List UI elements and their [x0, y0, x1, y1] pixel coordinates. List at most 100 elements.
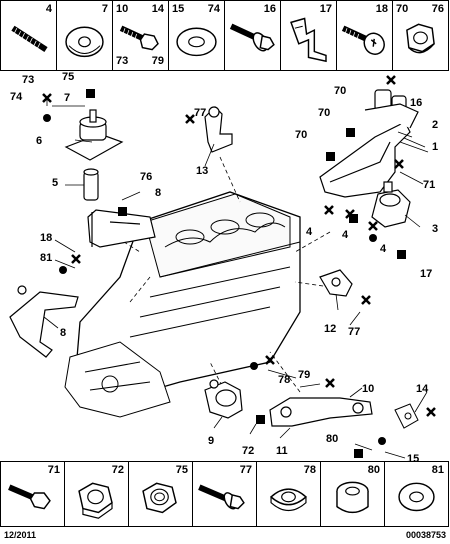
- part-cell-70-76[interactable]: 70 76: [393, 1, 448, 70]
- callout-10[interactable]: 10: [362, 383, 375, 395]
- callout-8-upper[interactable]: 8: [155, 187, 162, 199]
- callout-9[interactable]: 9: [208, 435, 215, 447]
- part-number: 4: [45, 3, 52, 15]
- callout-7[interactable]: 7: [64, 92, 71, 104]
- part-cell-7[interactable]: 7: [57, 1, 113, 70]
- part-number: 81: [431, 464, 444, 476]
- callout-2[interactable]: 2: [432, 119, 439, 131]
- callout-11[interactable]: 11: [276, 445, 288, 457]
- clip-14: [394, 403, 419, 429]
- part-number: 7: [101, 3, 108, 15]
- part-cell-15-74[interactable]: 15 74: [169, 1, 225, 70]
- callout-4-mid[interactable]: 4: [342, 229, 349, 241]
- callout-70-b[interactable]: 70: [318, 107, 331, 119]
- part-cell-17[interactable]: 17: [281, 1, 337, 70]
- lock-nut-icon: [142, 482, 177, 514]
- spring-washer-icon: [269, 488, 308, 512]
- callout-6[interactable]: 6: [36, 135, 43, 147]
- callout-77-mid[interactable]: 77: [348, 326, 361, 338]
- callout-5[interactable]: 5: [52, 177, 59, 189]
- cross-marker: [394, 159, 404, 169]
- part-cell-75[interactable]: 75: [129, 462, 193, 526]
- part-cell-10-14-73-79[interactable]: 10 14 73 79: [113, 1, 169, 70]
- part-number: 14: [151, 3, 164, 15]
- flange-nut-icon: [406, 23, 435, 54]
- flange-bolt-icon: [229, 23, 275, 52]
- cross-marker: [42, 93, 52, 103]
- exploded-diagram: 73 74 75 7 6 5 76 8 18 81 8 77 13 70 16 …: [0, 71, 450, 465]
- callout-79[interactable]: 79: [298, 369, 311, 381]
- part-number: 80: [367, 464, 380, 476]
- callout-8-lower[interactable]: 8: [60, 327, 67, 339]
- cross-marker: [265, 355, 275, 365]
- part-cell-16[interactable]: 16: [225, 1, 281, 70]
- part-cell-18[interactable]: 18: [337, 1, 393, 70]
- callout-75[interactable]: 75: [62, 71, 75, 83]
- part-cell-4[interactable]: 4: [1, 1, 57, 70]
- dot-marker: [378, 437, 386, 445]
- link-8-lower: [9, 285, 79, 358]
- callout-12[interactable]: 12: [324, 323, 337, 335]
- callout-77-top[interactable]: 77: [194, 107, 207, 119]
- screw-icon: [341, 25, 385, 55]
- bush-5: [83, 168, 99, 201]
- callout-14[interactable]: 14: [416, 383, 429, 395]
- mount-pad-6: [64, 109, 124, 161]
- part-number: 72: [111, 464, 124, 476]
- footer-date: 12/2011: [4, 530, 37, 540]
- callout-17[interactable]: 17: [420, 268, 433, 280]
- bracket-12: [319, 269, 353, 297]
- callout-70-c[interactable]: 70: [295, 129, 308, 141]
- part-number: 74: [207, 3, 220, 15]
- dot-marker: [369, 234, 377, 242]
- part-cell-78[interactable]: 78: [257, 462, 321, 526]
- callout-73[interactable]: 73: [22, 74, 35, 86]
- mount-9: [204, 379, 243, 419]
- cross-marker: [324, 205, 334, 215]
- part-number: 10: [116, 3, 129, 15]
- callout-78[interactable]: 78: [278, 374, 291, 386]
- callout-71[interactable]: 71: [423, 179, 436, 191]
- callout-1[interactable]: 1: [432, 141, 439, 153]
- parts-strip-top: 4 7 10 14 73 79: [0, 0, 449, 71]
- callout-4-right[interactable]: 4: [380, 243, 387, 255]
- callout-70-a[interactable]: 70: [334, 85, 347, 97]
- callout-16[interactable]: 16: [410, 97, 423, 109]
- stud-icon: [11, 25, 48, 53]
- bracket-8-upper: [87, 209, 156, 248]
- square-marker: [346, 128, 355, 137]
- part-cell-77[interactable]: 77: [193, 462, 257, 526]
- callout-74[interactable]: 74: [10, 91, 23, 103]
- cross-marker: [386, 75, 396, 85]
- part-number: 79: [151, 55, 164, 67]
- part-cell-71[interactable]: 71: [1, 462, 65, 526]
- part-number: 71: [47, 464, 60, 476]
- callout-13[interactable]: 13: [196, 165, 209, 177]
- callout-18[interactable]: 18: [40, 232, 53, 244]
- dot-marker: [43, 114, 51, 122]
- rubber-mount-3: [371, 181, 411, 228]
- part-cell-72[interactable]: 72: [65, 462, 129, 526]
- torque-arm-11: [269, 397, 373, 427]
- part-cell-81[interactable]: 81: [385, 462, 448, 526]
- gearbox: [64, 341, 171, 418]
- square-marker: [354, 449, 363, 458]
- cross-marker: [185, 114, 195, 124]
- part-number: 16: [263, 3, 276, 15]
- washer-icon: [65, 26, 104, 58]
- callout-72[interactable]: 72: [242, 445, 255, 457]
- callout-4-left[interactable]: 4: [306, 226, 313, 238]
- callout-81[interactable]: 81: [40, 252, 53, 264]
- part-number: 17: [319, 3, 332, 15]
- cross-marker: [426, 407, 436, 417]
- callout-76[interactable]: 76: [140, 171, 153, 183]
- hex-nut-icon: [78, 482, 113, 519]
- part-cell-80[interactable]: 80: [321, 462, 385, 526]
- callout-80[interactable]: 80: [326, 433, 339, 445]
- part-number: 76: [431, 3, 444, 15]
- callout-3[interactable]: 3: [432, 223, 439, 235]
- square-marker: [118, 207, 127, 216]
- plain-washer-icon: [398, 482, 435, 512]
- square-marker: [326, 152, 335, 161]
- callout-15[interactable]: 15: [407, 453, 420, 465]
